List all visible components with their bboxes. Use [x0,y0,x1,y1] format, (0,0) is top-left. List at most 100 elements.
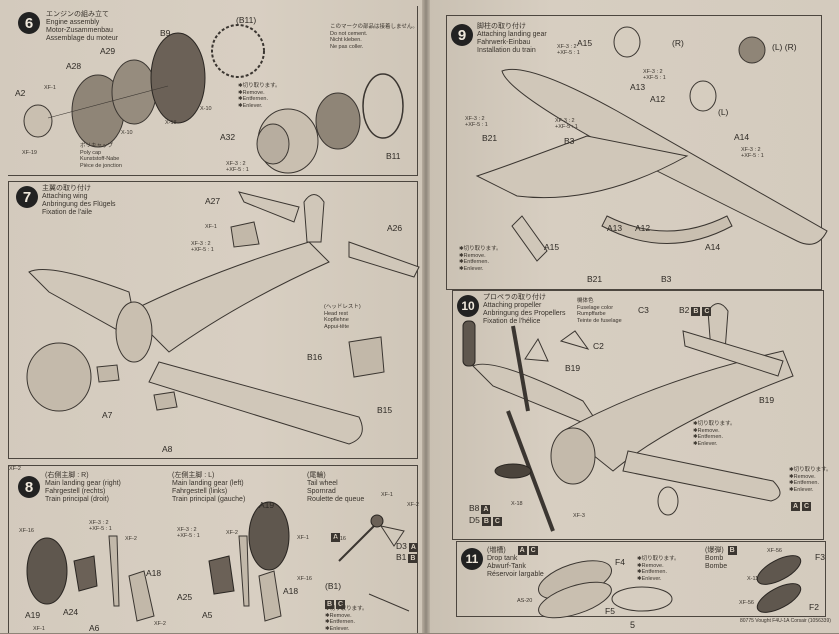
step-7-number: 7 [16,186,38,208]
paint-xf3-mix-3: XF-3 : 2+XF-5 : 1 [465,116,488,128]
step-6-panel: 6 エンジンの組み立て Engine assembly Motor-Zusamm… [8,6,418,176]
paint-xf1: XF-1 [44,85,56,91]
part-A8: A8 [162,444,173,454]
paint-x10: X-10 [121,130,133,136]
paint-xf3: XF-3 [573,513,585,519]
part-A18-left: A18 [283,586,299,596]
paint-xf3-mix-5: XF-3 : 2+XF-5 : 1 [741,147,764,159]
label-R: (R) [672,38,684,48]
remove-note: ✱切り取ります。 ✱Remove. ✱Entfernen. ✱Enlever. [238,83,281,109]
paint-xf2e: XF-2 [407,502,419,508]
paint-xf3-mix-left: XF-3 : 2+XF-5 : 1 [177,527,200,539]
step-9-panel: 9 脚柱の取り付け Attaching landing gear Fahrwer… [446,15,828,290]
part-B19-detail: B19 [759,395,775,405]
part-A18-right: A18 [146,568,162,578]
page-gutter [422,0,430,633]
step-10-title: プロペラの取り付け Attaching propeller Anbringung… [483,294,566,325]
part-B21-detail: B21 [587,274,603,284]
paint-x18: X-18 [511,501,523,507]
part-B9: B9 [160,28,171,38]
paint-x10b: X-10 [200,106,212,112]
part-B3: B3 [564,136,575,146]
part-A12-detail: A12 [635,223,651,233]
step-10-panel: 10 プロペラの取り付け Attaching propeller Anbring… [452,290,832,540]
paint-xf1c: XF-1 [381,492,393,498]
kit-code: 80775 Vought F4U-1A Corsair (1056339) [740,618,831,624]
step-8-title-right: (右側主脚 : R) Main landing gear (right) Fah… [45,472,121,503]
propeller-attachment-diagram [462,303,794,532]
paint-xf1b: XF-1 [297,535,309,541]
paint-xf2c: XF-2 [226,530,238,536]
part-A15: A15 [577,38,593,48]
step-7-title: 主翼の取り付け Attaching wing Anbringung des Fl… [42,185,116,216]
step-11-title-bomb: (爆弾) B Bomb Bombe [705,546,737,570]
part-B3-detail: B3 [661,274,672,284]
part-A13: A13 [630,82,646,92]
part-A25: A25 [177,592,193,602]
paint-xf1: XF-1 [205,224,217,230]
paint-xf56: XF-56 [767,548,782,554]
paint-xf16: XF-16 [19,528,34,534]
part-F3: F3 [815,552,825,562]
remove-note-2: ✱切り取ります。 ✱Remove. ✱Entfernen. ✱Enlever. [789,467,832,493]
right-page [428,0,839,633]
paint-xf19: XF-19 [22,150,37,156]
part-A13-detail: A13 [607,223,623,233]
landing-gear-install-diagram [475,26,828,262]
part-F2: F2 [809,602,819,612]
part-A6: A6 [89,623,100,633]
step-8-panel: 8 (右側主脚 : R) Main landing gear (right) F… [8,465,419,633]
step-9-number: 9 [451,24,473,46]
paint-xf3-mix: XF-3 : 2+XF-5 : 1 [191,241,214,253]
paint-as20: AS-20 [517,598,533,604]
page-number: 5 [630,620,636,630]
part-A19-left: A19 [259,500,275,510]
part-F4: F4 [615,557,625,567]
part-A12: A12 [650,94,666,104]
part-B11: B11 [386,151,401,161]
remove-note: ✱切り取ります。 ✱Remove. ✱Entfernen. ✱Enlever. [637,556,680,582]
part-B16: B16 [307,352,323,362]
step-11-number: 11 [461,548,483,570]
part-B15: B15 [377,405,393,415]
headrest-note: (ヘッドレスト) Head rest Kopflehne Appui-tête [324,304,361,330]
part-C3: C3 [638,305,649,315]
drop-tank-bomb-diagram [538,555,802,619]
paint-xf16c: XF-16 [331,536,346,542]
paint-x11: X-11 [747,576,759,582]
step-8-number: 8 [18,476,40,498]
part-A2: A2 [15,88,26,98]
step-8-title-left: (左側主脚 : L) Main landing gear (left) Fahr… [172,472,246,503]
paint-xf3-mix-4: XF-3 : 2+XF-5 : 1 [555,118,578,130]
step-6-number: 6 [18,12,40,34]
runner-badge: A [408,543,418,552]
fuselage-color-note: 機体色 Fuselage color Rumpffarbe Teinte de … [577,298,622,324]
part-A28: A28 [66,61,82,71]
part-A14-detail: A14 [705,242,721,252]
part-A14: A14 [734,132,750,142]
paint-xf3-mix: XF-3 : 2+XF-5 : 1 [226,161,249,173]
part-B19: B19 [565,363,581,373]
paint-xf3-mix: XF-3 : 2+XF-5 : 1 [89,520,112,532]
part-A24: A24 [63,607,79,617]
label-LR: (L) (R) [772,42,797,52]
step-9-title: 脚柱の取り付け Attaching landing gear Fahrwerk-… [477,23,547,54]
part-A29: A29 [100,46,116,56]
polycap-note: ポリキャップ Poly cap Kunststoff-Nabe Pièce de… [80,143,122,169]
part-A5: A5 [202,610,213,620]
label-L: (L) [718,107,729,117]
part-A7: A7 [102,410,113,420]
step-7-panel: 7 主翼の取り付け Attaching wing Anbringung des … [8,181,420,459]
part-B1-detail: (B1) [325,581,342,591]
paint-xf16b: XF-16 [297,576,312,582]
tail-badge: A [331,533,340,542]
part-A27: A27 [205,196,221,206]
